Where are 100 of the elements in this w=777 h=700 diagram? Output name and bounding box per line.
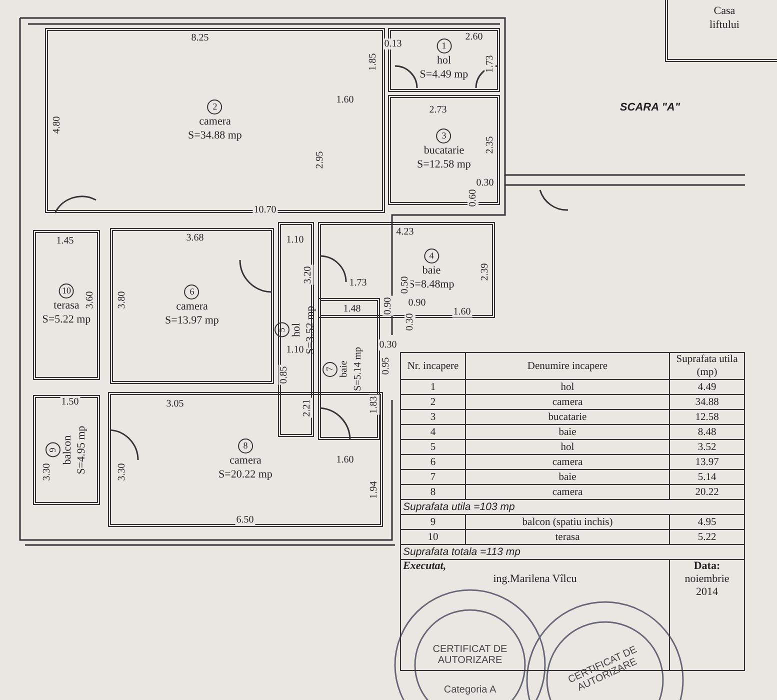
room-name: hol	[436, 54, 452, 66]
room-name: baie	[338, 360, 350, 378]
dimension-value: 8.25	[190, 32, 210, 44]
room-area: S=13.97 mp	[165, 314, 219, 326]
room-area: S=4.95 mp	[75, 426, 87, 474]
room-number: 1	[436, 38, 452, 54]
dimension-value: 0.30	[378, 340, 398, 350]
room-area: S=20.22 mp	[218, 468, 272, 480]
table-cell: 10	[400, 530, 466, 544]
room-number: 5	[274, 322, 290, 337]
table-cell: 20.22	[670, 484, 744, 500]
dimension-value: 0.85	[278, 365, 290, 385]
dimension-value: 2.39	[480, 262, 490, 282]
dimension-value: 1.73	[348, 278, 368, 288]
table-cell: 1	[400, 380, 466, 394]
dimension-value: 1.73	[484, 54, 496, 74]
dimension-value: 1.10	[285, 344, 305, 356]
dimension-value: 0.50	[400, 275, 410, 295]
dimension-value: 2.95	[314, 150, 326, 170]
dimension-value: 2.35	[484, 135, 496, 155]
table-cell: hol	[466, 380, 670, 394]
author-label: Executat,	[403, 560, 446, 572]
dimension-value: 2.21	[302, 398, 312, 418]
room-name: baie	[422, 264, 441, 276]
dimension-value: 1.60	[335, 454, 355, 466]
dimension-value: 3.30	[42, 462, 52, 482]
table-cell: camera	[466, 454, 670, 470]
table-cell: 7	[400, 470, 466, 484]
dimension-value: 1.94	[368, 480, 380, 500]
table-cell: bucatarie	[466, 410, 670, 424]
table-cell: 9	[400, 514, 466, 530]
table-cell: camera	[466, 394, 670, 410]
table-cell: 5	[400, 440, 466, 454]
dimension-value: 0.13	[383, 38, 403, 50]
stair-label: SCARA "A"	[618, 102, 682, 114]
table-cell: 13.97	[670, 454, 744, 470]
dimension-value: 1.45	[55, 236, 75, 246]
table-cell: 6	[400, 454, 466, 470]
room-number: 9	[45, 442, 60, 458]
room-area: S=8.48mp	[408, 278, 454, 290]
room-area: S=5.22 mp	[42, 314, 91, 326]
room-number: 4	[424, 248, 439, 264]
table-cell: camera	[466, 484, 670, 500]
dimension-value: 0.30	[475, 178, 495, 188]
table-cell: 5.22	[670, 530, 744, 544]
dimension-value: 0.90	[407, 298, 427, 308]
dimension-value: 1.50	[60, 396, 80, 408]
dimension-value: 1.48	[342, 304, 362, 314]
table-cell: Denumire incapere	[466, 352, 670, 380]
table-cell: 3.52	[670, 440, 744, 454]
table-cell: Suprafata totala =113 mp	[400, 544, 744, 560]
table-cell: 8	[400, 484, 466, 500]
dimension-value: 3.30	[116, 462, 128, 482]
table-cell: terasa	[466, 530, 670, 544]
room-name: camera	[230, 454, 262, 466]
room-area: S=5.14 mp	[352, 347, 364, 391]
dimension-value: 1.60	[335, 94, 355, 106]
table-cell: 2	[400, 394, 466, 410]
dimension-value: 0.30	[404, 312, 416, 332]
table-cell: 5.14	[670, 470, 744, 484]
table-cell: 4.95	[670, 514, 744, 530]
room-name: bucatarie	[424, 144, 464, 156]
dimension-value: 3.20	[302, 265, 314, 285]
dimension-value: 2.73	[428, 104, 448, 116]
dimension-value: 10.70	[252, 204, 278, 216]
elevator-shaft	[665, 0, 777, 62]
room-name: Casa liftului	[710, 5, 740, 31]
stamp-text: Categoria A	[442, 684, 498, 696]
dimension-value: 2.60	[464, 32, 484, 42]
room-number: 3	[436, 128, 452, 144]
dimension-value: 3.68	[185, 232, 205, 244]
author-name: ing.Marilena Vîlcu	[493, 573, 577, 585]
table-cell: 4.49	[670, 380, 744, 394]
dimension-value: 3.60	[84, 290, 96, 310]
date-label: Data:	[694, 560, 720, 572]
table-cell: Nr. incapere	[400, 352, 466, 380]
dimension-value: 4.80	[52, 115, 62, 135]
table-cell: 12.58	[670, 410, 744, 424]
room-area: S=12.58 mp	[417, 158, 471, 170]
dimension-value: 1.85	[368, 52, 378, 72]
room-name: balcon	[61, 435, 73, 465]
table-cell: 8.48	[670, 424, 744, 440]
table-cell: baie	[466, 424, 670, 440]
dimension-value: 3.05	[165, 398, 185, 410]
dimension-value: 0.95	[380, 356, 392, 376]
table-cell: 3	[400, 410, 466, 424]
table-cell: 4	[400, 424, 466, 440]
dimension-value: 1.10	[285, 234, 305, 246]
table-cell: Suprafata utila =103 mp	[400, 500, 744, 514]
room-number: 2	[208, 99, 222, 114]
dimension-value: 1.60	[452, 306, 472, 318]
room-number: 8	[238, 438, 253, 453]
room-area: S=34.88 mp	[188, 129, 242, 141]
room-number: 10	[59, 284, 74, 298]
room-number: 7	[322, 362, 338, 376]
room-name: hol	[290, 322, 302, 337]
table-cell: hol	[466, 440, 670, 454]
dimension-value: 1.83	[368, 395, 380, 415]
table-cell: baie	[466, 470, 670, 484]
table-cell: balcon (spatiu inchis)	[466, 514, 670, 530]
